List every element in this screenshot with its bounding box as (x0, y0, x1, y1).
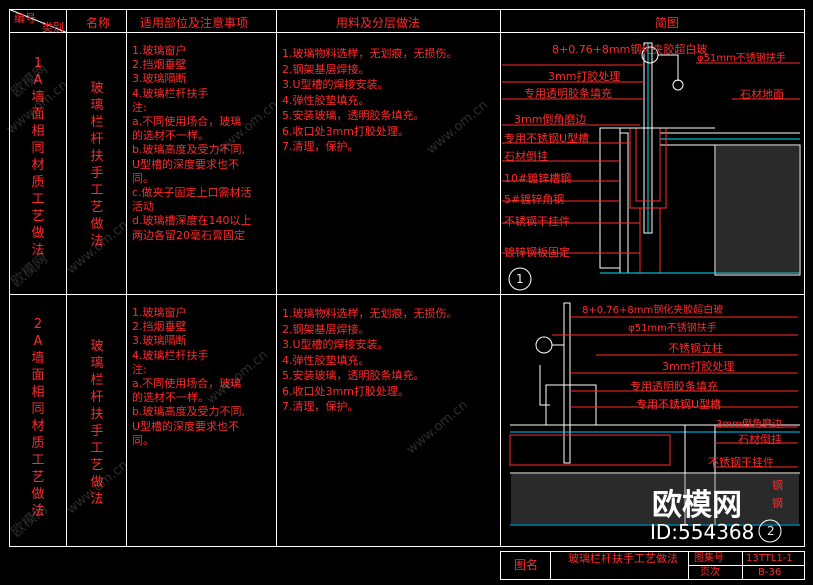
list-item: a.不同使用场合，玻璃 (132, 115, 242, 129)
list-item: 注: (132, 362, 147, 376)
row1-material-list: 1.玻璃物料选样，无划痕，无损伤。 2.钢架基层焊接。 3.U型槽的焊接安装。 4.弹… (282, 46, 458, 155)
list-item: 6.收口处3mm打胶处理。 (282, 384, 409, 398)
row1-category: 1A墙面相同材质工艺做法 (31, 56, 45, 258)
row2-material-list: 1.玻璃物料选样，无划痕，无损伤。 2.钢架基层焊接。 3.U型槽的焊接安装。 4.弹… (282, 306, 458, 415)
d2-number: 2 (767, 524, 775, 538)
d2-label-stone: 石材倒挂 (738, 433, 782, 446)
header-material-label: 用料及分层做法 (336, 16, 421, 30)
d1-number: 1 (516, 272, 524, 286)
list-item: 3.U型槽的焊接安装。 (282, 78, 389, 91)
d2-label-uchannel: 专用不锈钢U型槽 (636, 398, 722, 411)
d2-label-hanger: 不锈钢干挂件 (708, 456, 774, 469)
list-item: 3.玻璃隔断 (132, 334, 187, 348)
list-item: U型槽的深度要求也不 (132, 419, 240, 433)
title-name-label: 图名 (514, 558, 539, 572)
row2-name: 玻璃栏杆扶手工艺做法 (90, 339, 104, 507)
list-item: 2.钢架基层焊接。 (282, 62, 370, 76)
list-item: 注: (132, 100, 147, 114)
row2-category: 2A墙面相同材质工艺做法 (31, 317, 45, 519)
header-category-label: 类别 (42, 21, 64, 34)
d1-label-hanger: 不锈钢干挂件 (504, 215, 570, 228)
title-name-value: 玻璃栏杆扶手工艺做法 (568, 552, 678, 565)
d2-label-bevel: 3mm倒角磨边 (716, 419, 782, 430)
d1-label-plate: 镀锌钢板固定 (504, 246, 570, 259)
title-page-value: B-36 (758, 567, 782, 578)
header-name-label: 名称 (86, 16, 111, 30)
d2-label-glass: 8+0.76+8mm钢化夹胶超白玻 (582, 305, 724, 316)
list-item: 7.清理，保护。 (282, 400, 359, 413)
list-item: U型槽的深度要求也不 (132, 157, 240, 171)
list-item: 2.钢架基层焊接。 (282, 322, 370, 336)
list-item: 2.挡烟垂壁 (132, 320, 187, 334)
list-item: c.做夹子固定上口需材活 (132, 186, 252, 200)
d2-label-strip: 专用透明胶条填充 (630, 380, 718, 393)
detail-2-drawing (509, 302, 800, 543)
d1-label-sealant: 3mm打胶处理 (548, 70, 621, 83)
d1-label-glass: 8+0.76+8mm钢化夹胶超白玻 (552, 43, 708, 56)
row1-name: 玻璃栏杆扶手工艺做法 (90, 81, 104, 249)
list-item: 的选材不一样。 (132, 391, 209, 405)
watermark-logo: 欧模网 (652, 488, 742, 523)
list-item: 同。 (132, 171, 154, 185)
list-item: 5.安装玻璃，透明胶条填充。 (282, 109, 425, 122)
list-item: b.玻璃高度及受力不同, (132, 405, 245, 419)
detail-1-drawing (502, 42, 801, 291)
title-page-label: 页次 (700, 567, 720, 578)
d2-label-steel-b: 钢 (772, 497, 783, 510)
list-item: a.不同使用场合，玻璃 (132, 377, 242, 391)
header-code-label: 编号 (14, 12, 36, 25)
list-item: d.玻璃槽深度在140以上 (132, 214, 252, 228)
header-sketch-label: 简图 (655, 16, 680, 30)
d2-label-handrail: φ51mm不锈钢扶手 (628, 323, 717, 334)
list-item: 3.玻璃隔断 (132, 72, 187, 86)
list-item: 4.玻璃栏杆扶手 (132, 348, 209, 362)
d1-label-strip: 专用透明胶条填充 (524, 87, 612, 100)
list-item: 7.清理，保护。 (282, 140, 359, 153)
d2-label-steel-a: 钢 (772, 479, 783, 492)
list-item: 3.U型槽的焊接安装。 (282, 338, 389, 351)
d1-label-uchannel: 专用不锈钢U型槽 (504, 132, 590, 145)
d1-label-handrail: φ51mm不锈钢扶手 (697, 53, 786, 64)
list-item: 两边各留20毫石膏固定 (132, 228, 245, 242)
list-item: 4.弹性胶垫填充。 (282, 353, 370, 367)
list-item: 1.玻璃窗户 (132, 44, 187, 57)
list-item: 同。 (132, 433, 154, 447)
d2-label-sealant: 3mm打胶处理 (662, 360, 735, 373)
list-item: b.玻璃高度及受力不同, (132, 143, 245, 157)
list-item: 4.弹性胶垫填充。 (282, 93, 370, 107)
title-sheet-value: 13TTL1-1 (746, 553, 793, 564)
d1-label-bevel: 3mm倒角磨边 (514, 113, 587, 126)
list-item: 5.安装玻璃，透明胶条填充。 (282, 369, 425, 382)
list-item: 2.挡烟垂壁 (132, 58, 187, 72)
list-item: 1.玻璃窗户 (132, 306, 187, 319)
d1-label-angle-steel: 5#镀锌角钢 (504, 193, 565, 206)
list-item: 1.玻璃物料选样，无划痕，无损伤。 (282, 307, 458, 320)
d2-label-post: 不锈钢立柱 (668, 342, 723, 355)
d1-label-floor: 石材地面 (740, 88, 784, 101)
watermark-id: ID:554368 (650, 520, 755, 544)
title-sheet-label: 图集号 (694, 553, 724, 564)
list-item: 的选材不一样。 (132, 129, 209, 143)
header-scope-label: 适用部位及注意事项 (140, 16, 249, 30)
d1-label-stone: 石材倒挂 (504, 150, 548, 163)
list-item: 6.收口处3mm打胶处理。 (282, 124, 409, 138)
list-item: 4.玻璃栏杆扶手 (132, 86, 209, 100)
list-item: 活动 (132, 200, 154, 214)
d1-label-channel-steel: 10#镀锌槽钢 (504, 172, 572, 185)
list-item: 1.玻璃物料选样，无划痕，无损伤。 (282, 47, 458, 60)
